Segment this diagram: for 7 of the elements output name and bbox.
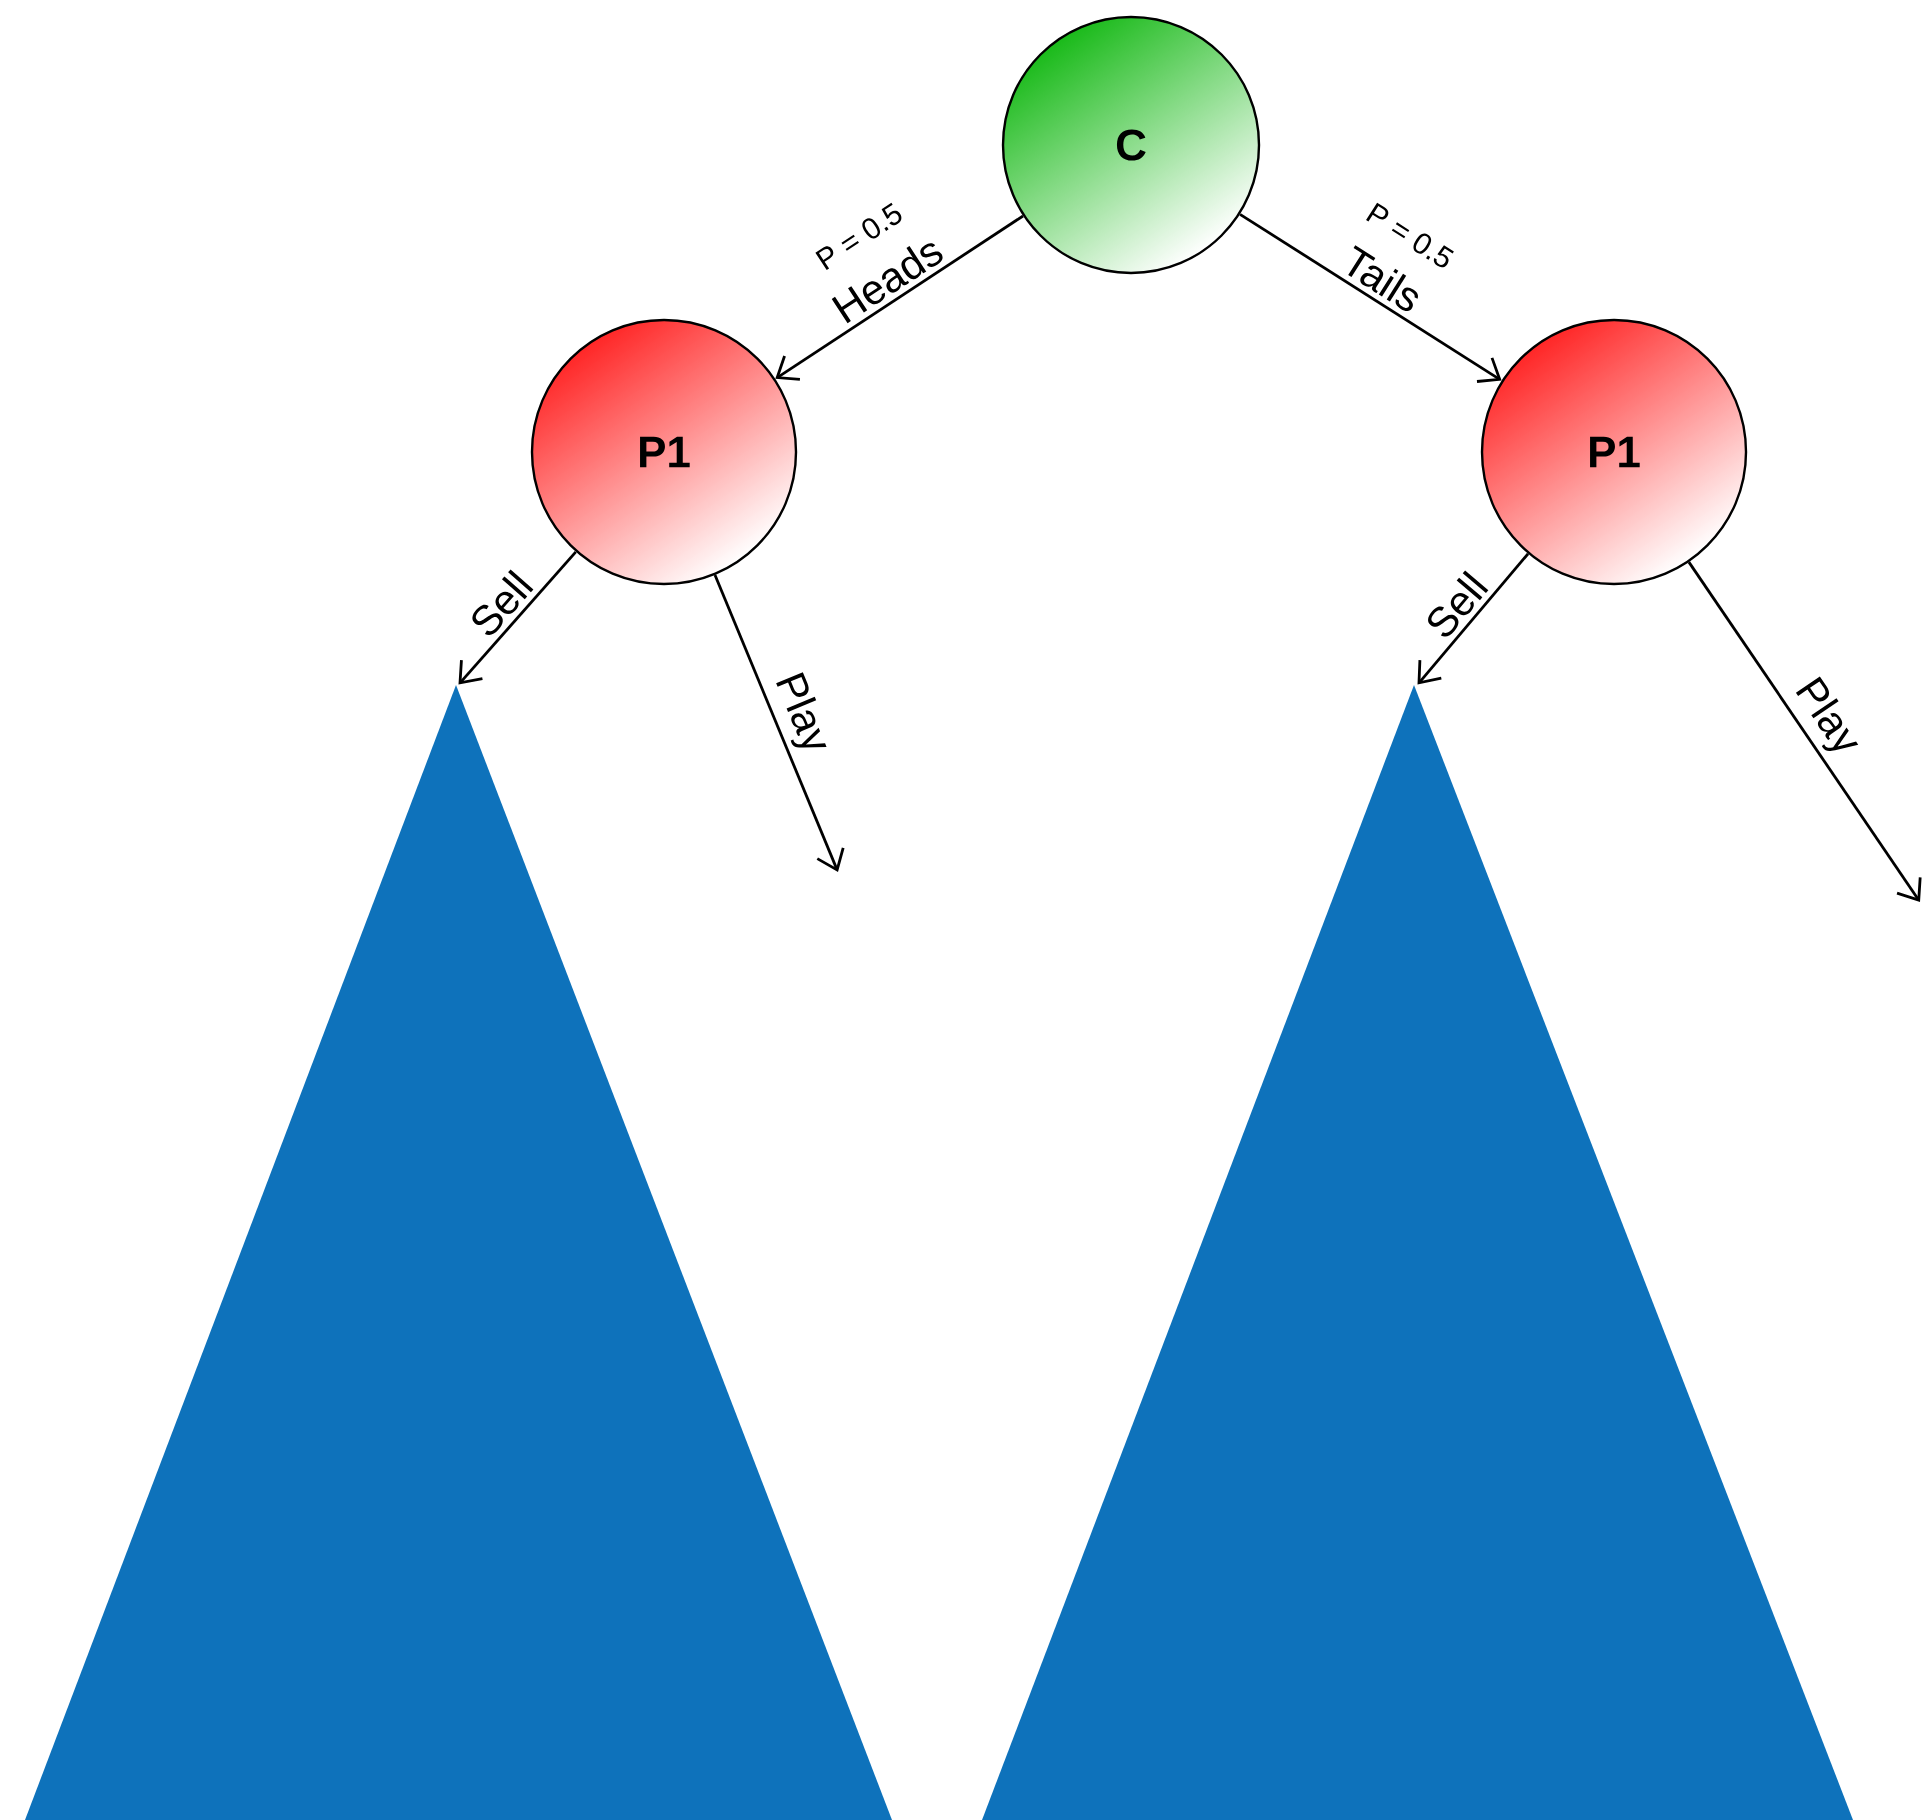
arrow bbox=[775, 214, 1024, 381]
edge-label: Play bbox=[776, 672, 827, 748]
arrow bbox=[1417, 552, 1530, 685]
arrow bbox=[1239, 213, 1502, 383]
arrow bbox=[1687, 561, 1922, 902]
arrow bbox=[713, 574, 845, 872]
arrow bbox=[458, 550, 577, 685]
